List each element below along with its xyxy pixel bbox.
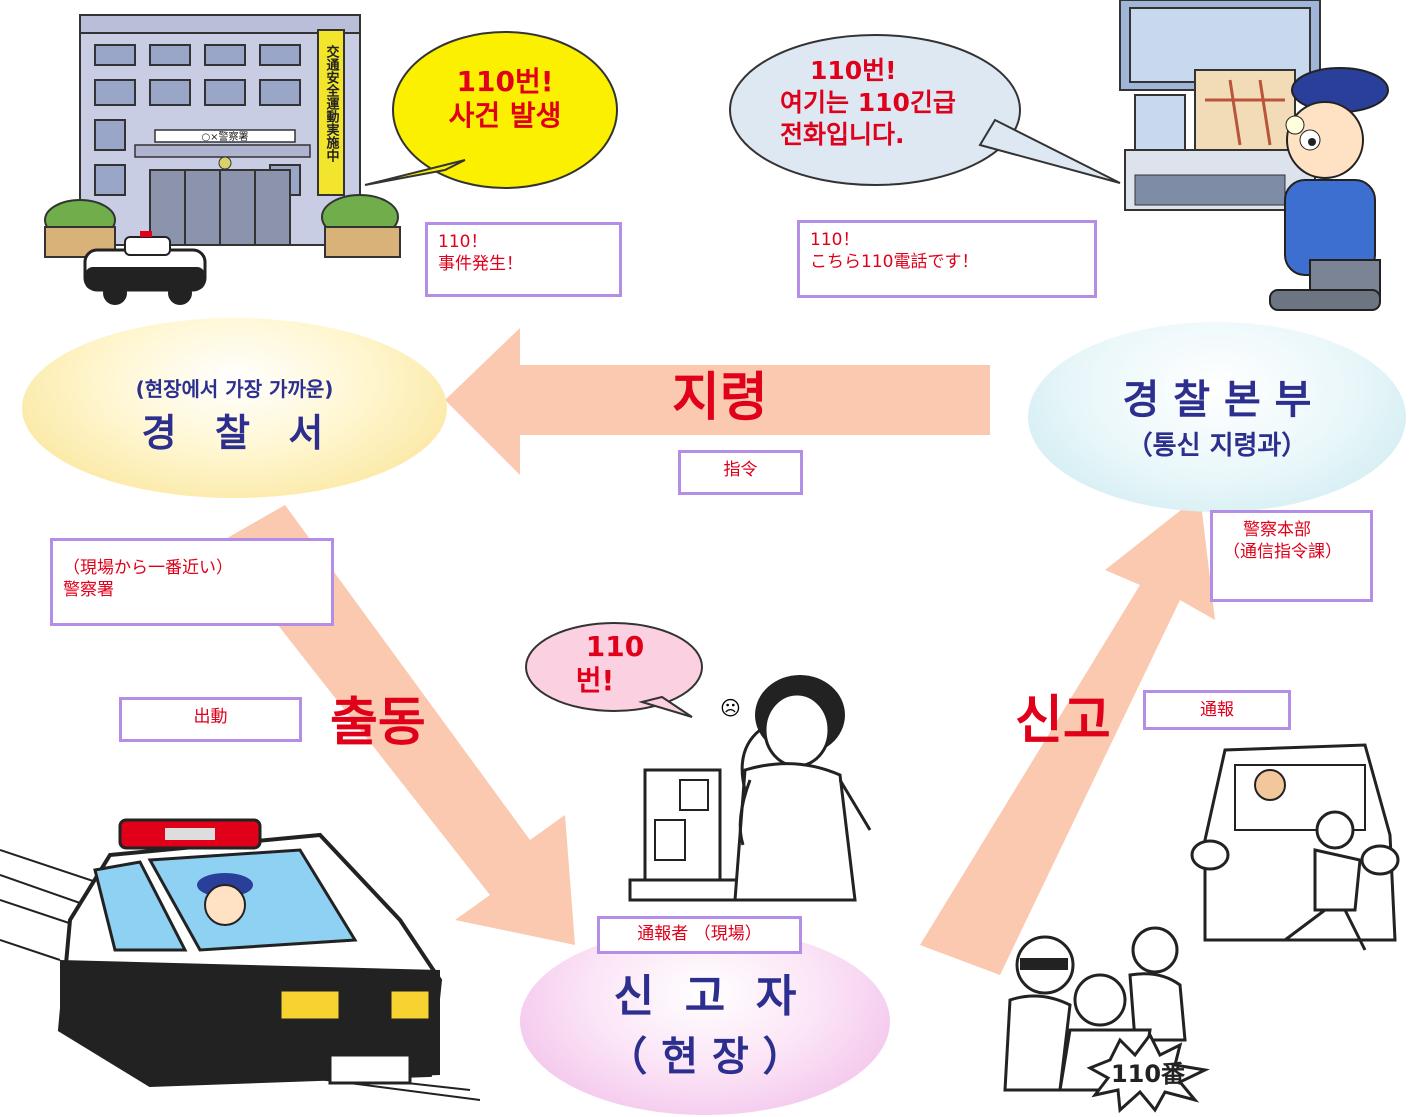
reporter-ja-text: 通報者 （現場） <box>637 924 762 944</box>
police-station-title: 경 찰 서 <box>141 411 328 455</box>
hq-ja-note: 警察本部 （通信指令課） <box>1210 510 1373 602</box>
hq-speech-bubble-shape <box>729 34 1121 186</box>
reporter-ja-label: 通報者 （現場） <box>597 916 802 954</box>
report-label-ko: 신고 <box>1015 691 1111 751</box>
hq-ja-line-1: 110！ <box>810 230 860 250</box>
station-speech-bubble-shape <box>364 31 618 189</box>
dispatch-ja-text: 出動 <box>193 707 228 727</box>
hq-ja-line-2: こちら110電話です！ <box>810 252 979 272</box>
station-bubble-line-2: 사건 발생 <box>448 99 562 132</box>
svg-text:☹: ☹ <box>720 696 741 720</box>
command-label-ja: 指令 <box>678 450 803 495</box>
hq-bubble-line-1: 110번! <box>810 56 897 85</box>
caller-illustration: ☹ <box>628 675 872 902</box>
hq-note-line-2: （通信指令課） <box>1223 542 1342 562</box>
hq-bubble-line-2: 여기는 110긴급 <box>780 88 956 117</box>
building-sign: ○×警察署 <box>201 130 248 143</box>
crime-burst-label: 110番 <box>1111 1060 1186 1088</box>
crime-scene-illustration: 110番 <box>1003 926 1210 1114</box>
command-arrow <box>445 328 990 475</box>
dispatch-operator-illustration <box>1119 0 1389 311</box>
hq-bubble-line-3: 전화입니다. <box>780 120 905 149</box>
police-hq-subtitle: （통신 지령과） <box>1126 431 1308 461</box>
police-station-subtitle: (현장에서 가장 가까운) <box>135 377 334 401</box>
hq-ja-label: 110！ こちら110電話です！ <box>797 220 1097 298</box>
station-banner: 交通安全運動実施中 <box>324 44 341 163</box>
station-note-line-2: 警察署 <box>63 580 114 600</box>
report-ja-text: 通報 <box>1200 700 1234 720</box>
command-ja-text: 指令 <box>723 460 758 480</box>
station-ja-note: （現場から一番近い） 警察署 <box>50 538 334 626</box>
hq-speech-bubble: 110번! 여기는 110긴급 전화입니다. <box>780 55 1040 151</box>
report-arrow <box>920 495 1215 975</box>
patrol-car-illustration <box>0 818 481 1101</box>
report-label-ja: 通報 <box>1143 690 1291 730</box>
crime-burst-shape <box>1086 1032 1210 1114</box>
reporter-speech-bubble-shape <box>525 622 703 718</box>
reporter-subtitle: （ 현 장 ） <box>607 1034 803 1080</box>
reporter-bubble-line-2: 번! <box>575 664 615 697</box>
police-hq-ellipse: 경 찰 본 부 （통신 지령과） <box>1028 322 1406 512</box>
police-hq-title: 경 찰 본 부 <box>1122 377 1312 423</box>
dispatch-label-ja: 出動 <box>119 697 302 742</box>
police-station-illustration: ○×警察署 交通安全運動実施中 <box>44 14 401 305</box>
hq-note-line-1: 警察本部 <box>1243 520 1311 540</box>
reporter-ellipse: 신 고 자 （ 현 장 ） <box>520 928 890 1115</box>
station-speech-bubble: 110번! 사건 발생 <box>430 65 580 133</box>
reporter-speech-bubble: 110 번! <box>560 630 670 698</box>
station-ja-line-2: 事件発生！ <box>438 254 523 274</box>
command-label-ko: 지령 <box>672 368 768 428</box>
station-ja-line-1: 110！ <box>438 232 488 252</box>
reporter-bubble-line-1: 110 <box>585 630 645 663</box>
station-note-line-1: （現場から一番近い） <box>63 558 233 578</box>
dispatch-label-ko: 출동 <box>330 693 426 753</box>
driver-calling-illustration <box>1190 743 1400 951</box>
police-station-ellipse: (현장에서 가장 가까운) 경 찰 서 <box>22 318 447 498</box>
station-bubble-line-1: 110번! <box>456 65 554 98</box>
reporter-title: 신 고 자 <box>613 971 797 1022</box>
station-ja-label: 110！ 事件発生！ <box>425 222 622 297</box>
